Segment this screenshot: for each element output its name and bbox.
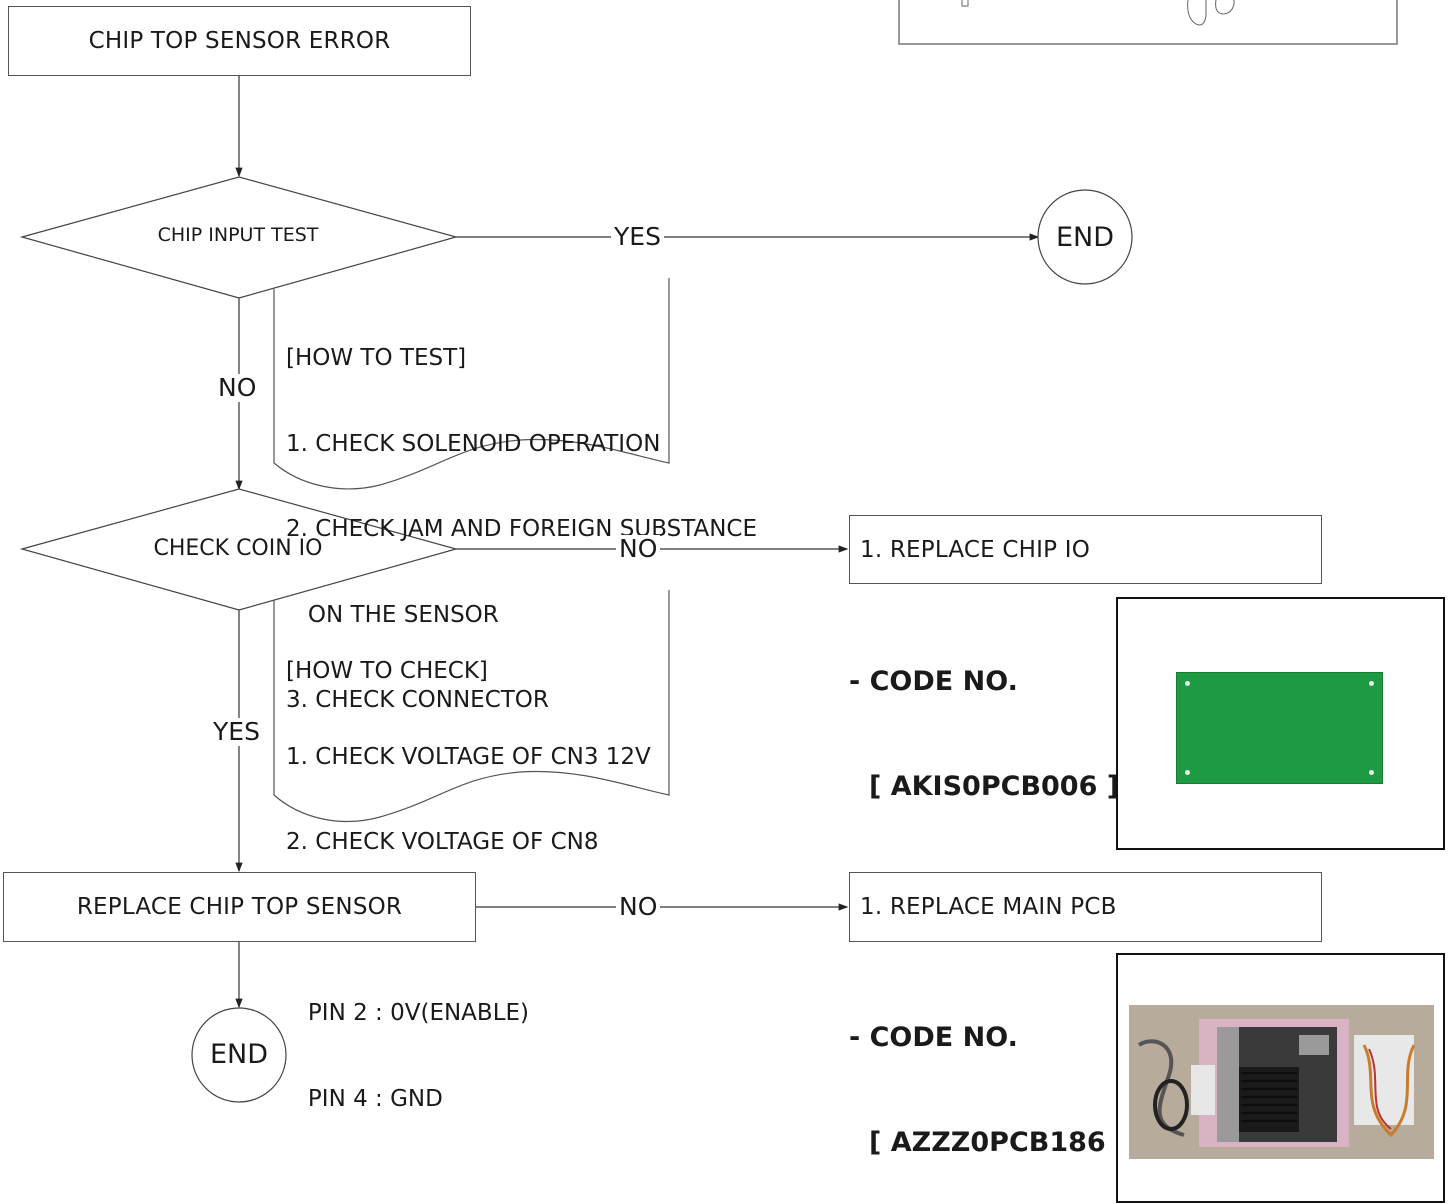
note1-title: [HOW TO TEST] bbox=[286, 344, 757, 373]
action2-label: 1. REPLACE MAIN PCB bbox=[860, 894, 1117, 920]
decision1-yes-label: YES bbox=[611, 223, 664, 251]
action-replace-main-pcb: 1. REPLACE MAIN PCB bbox=[849, 872, 1322, 942]
decision2-no-label: NO bbox=[616, 535, 660, 563]
chip-io-board-image bbox=[1176, 672, 1383, 784]
mount-hole-bl bbox=[1185, 770, 1190, 775]
code-main-pcb: - CODE NO. [ AZZZ0PCB186 ] bbox=[849, 950, 1127, 1195]
action-replace-chip-io: 1. REPLACE CHIP IO bbox=[849, 515, 1322, 584]
note2-line-4: PIN 2 : 0V(ENABLE) bbox=[286, 999, 651, 1028]
code1-value: [ AKIS0PCB006 ] bbox=[849, 769, 1119, 804]
replace-chip-top-sensor-box: REPLACE CHIP TOP SENSOR bbox=[3, 872, 476, 942]
decision1-no-label: NO bbox=[215, 374, 259, 402]
note2-line-1: 1. CHECK VOLTAGE OF CN3 12V bbox=[286, 743, 651, 772]
note2-title: [HOW TO CHECK] bbox=[286, 657, 651, 686]
decision2-label: CHECK COIN IO bbox=[60, 536, 416, 561]
decision2-yes-label: YES bbox=[210, 718, 263, 746]
end-bottom-label: END bbox=[192, 1039, 286, 1070]
code2-value: [ AZZZ0PCB186 ] bbox=[849, 1125, 1127, 1160]
decision1-text: CHIP INPUT TEST bbox=[158, 224, 319, 246]
note2-line-5: PIN 4 : GND bbox=[286, 1085, 651, 1114]
code2-title: - CODE NO. bbox=[849, 1020, 1127, 1055]
main-pcb-photo-frame bbox=[1116, 953, 1445, 1203]
code-chip-io: - CODE NO. [ AKIS0PCB006 ] bbox=[849, 594, 1119, 839]
end-bottom-text: END bbox=[210, 1039, 268, 1070]
replace-box-label: REPLACE CHIP TOP SENSOR bbox=[77, 894, 402, 920]
note2-line-2: 2. CHECK VOLTAGE OF CN8 bbox=[286, 828, 651, 857]
cropped-figure-frame bbox=[899, 0, 1397, 44]
mount-hole-tr bbox=[1369, 681, 1374, 686]
code1-title: - CODE NO. bbox=[849, 664, 1119, 699]
decision2-text: CHECK COIN IO bbox=[153, 536, 322, 561]
replace-no-label: NO bbox=[616, 893, 660, 921]
action1-label: 1. REPLACE CHIP IO bbox=[860, 537, 1090, 563]
start-box: CHIP TOP SENSOR ERROR bbox=[8, 6, 471, 76]
note-how-to-check: [HOW TO CHECK] 1. CHECK VOLTAGE OF CN3 1… bbox=[286, 600, 651, 1142]
chip-io-photo-frame bbox=[1116, 597, 1445, 850]
decision1-label: CHIP INPUT TEST bbox=[60, 224, 416, 246]
mount-hole-br bbox=[1369, 770, 1374, 775]
end-top-text: END bbox=[1056, 222, 1114, 253]
end-top-label: END bbox=[1038, 222, 1132, 253]
main-pcb-kit-image bbox=[1129, 1005, 1434, 1159]
start-box-label: CHIP TOP SENSOR ERROR bbox=[89, 28, 391, 54]
mount-hole-tl bbox=[1185, 681, 1190, 686]
note1-line-1: 1. CHECK SOLENOID OPERATION bbox=[286, 430, 757, 459]
